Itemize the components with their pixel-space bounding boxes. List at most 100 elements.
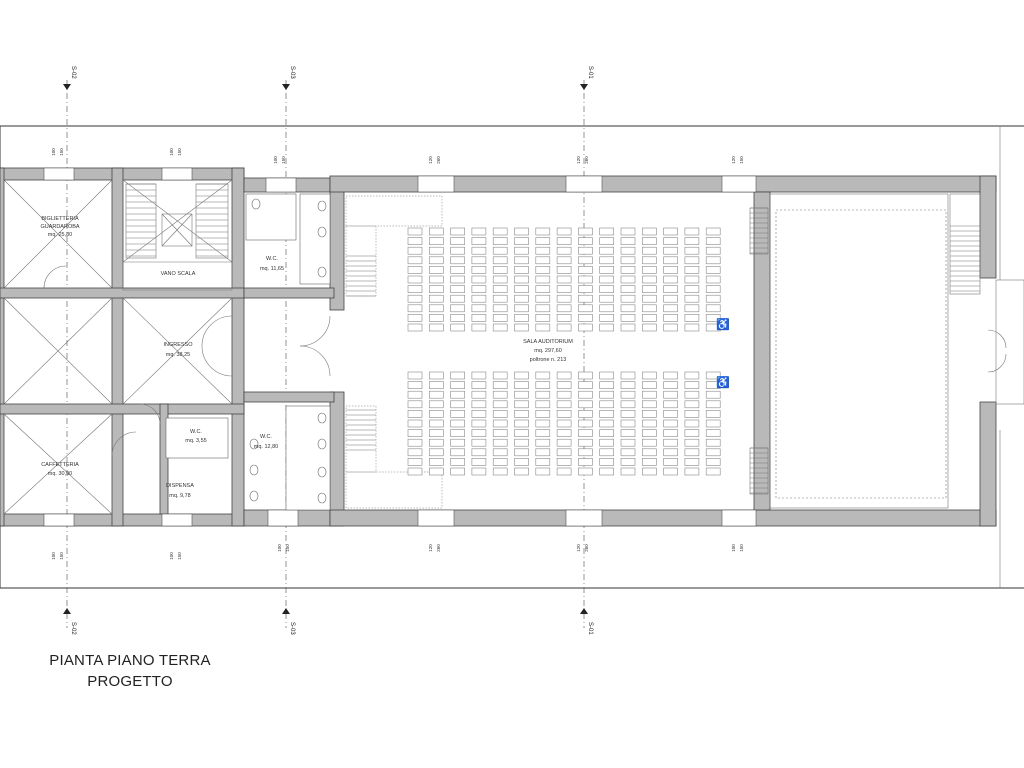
seat bbox=[535, 429, 551, 437]
seat bbox=[641, 429, 657, 437]
seat bbox=[535, 381, 551, 389]
seat bbox=[641, 410, 657, 418]
seat bbox=[705, 256, 721, 265]
room-area-dispensa: mq. 9,78 bbox=[169, 493, 190, 499]
seat bbox=[556, 429, 572, 437]
dim-label: 150 bbox=[59, 148, 64, 156]
seat bbox=[620, 429, 636, 437]
seat bbox=[556, 419, 572, 428]
seat bbox=[556, 285, 572, 293]
seat bbox=[663, 314, 678, 322]
seat bbox=[492, 448, 508, 457]
seat bbox=[641, 419, 657, 428]
seat bbox=[578, 266, 593, 274]
seat bbox=[578, 390, 593, 399]
seat bbox=[450, 458, 465, 466]
seat bbox=[684, 227, 700, 236]
seat bbox=[514, 237, 529, 245]
section-label-s02-top: S-02 bbox=[70, 66, 76, 79]
seat bbox=[578, 227, 593, 236]
seat bbox=[535, 304, 551, 313]
dim-label: 100 bbox=[277, 544, 282, 552]
seat bbox=[407, 266, 423, 274]
seat bbox=[599, 227, 615, 236]
seat bbox=[620, 410, 636, 418]
room-area-caffetteria: mq. 30,90 bbox=[48, 471, 72, 477]
seat bbox=[471, 438, 487, 447]
seat bbox=[471, 314, 487, 322]
seat bbox=[705, 294, 721, 303]
seat bbox=[641, 227, 657, 236]
seat bbox=[450, 246, 465, 255]
seat bbox=[428, 400, 444, 409]
seat bbox=[684, 458, 700, 466]
seat bbox=[492, 314, 508, 322]
seat bbox=[492, 390, 508, 399]
seat bbox=[599, 294, 615, 303]
seat bbox=[492, 458, 508, 466]
seat bbox=[428, 246, 444, 255]
seat bbox=[471, 390, 487, 399]
seat bbox=[663, 429, 678, 437]
seat bbox=[471, 275, 487, 284]
seat bbox=[620, 458, 636, 466]
section-arrow-icon bbox=[580, 608, 588, 614]
seat bbox=[450, 410, 465, 418]
seat bbox=[450, 266, 465, 274]
seat bbox=[428, 429, 444, 437]
seat bbox=[599, 458, 615, 466]
seat bbox=[578, 294, 593, 303]
seat bbox=[578, 275, 593, 284]
room-area-biglietteria: mq. 25,80 bbox=[48, 232, 72, 238]
seat bbox=[428, 256, 444, 265]
seat bbox=[599, 400, 615, 409]
seat bbox=[514, 458, 529, 466]
seat bbox=[471, 371, 487, 380]
dim-label: 150 bbox=[739, 156, 744, 164]
seat bbox=[663, 410, 678, 418]
stage bbox=[749, 193, 1024, 509]
seat bbox=[556, 467, 572, 476]
seat bbox=[578, 246, 593, 255]
side-ramps bbox=[345, 195, 443, 509]
seat bbox=[684, 419, 700, 428]
seat bbox=[599, 410, 615, 418]
seat bbox=[450, 419, 465, 428]
seat bbox=[535, 400, 551, 409]
seat bbox=[705, 429, 721, 437]
seat bbox=[471, 256, 487, 265]
room-name-wc-bottom: W.C. bbox=[260, 434, 272, 440]
section-arrow-icon bbox=[63, 608, 71, 614]
seat bbox=[492, 285, 508, 293]
seat bbox=[492, 227, 508, 236]
seat bbox=[450, 438, 465, 447]
seat bbox=[450, 285, 465, 293]
seat bbox=[450, 467, 465, 476]
section-arrow-icon bbox=[282, 608, 290, 614]
seat bbox=[620, 285, 636, 293]
dim-label: 120 bbox=[428, 544, 433, 552]
seat bbox=[578, 285, 593, 293]
room-name-sala: SALA AUDITORIUM bbox=[523, 339, 573, 345]
seat bbox=[514, 448, 529, 457]
seat bbox=[492, 419, 508, 428]
seat bbox=[514, 429, 529, 437]
window-dimensions: 100 150 100 150 100 150 120 260 120 260 … bbox=[51, 148, 744, 560]
seat bbox=[514, 304, 529, 313]
seat bbox=[471, 429, 487, 437]
seat bbox=[578, 304, 593, 313]
seat bbox=[599, 323, 615, 332]
seat bbox=[620, 237, 636, 245]
seat bbox=[599, 256, 615, 265]
windows bbox=[43, 167, 757, 527]
seat bbox=[705, 314, 721, 322]
seat bbox=[620, 323, 636, 332]
seat bbox=[556, 410, 572, 418]
seat bbox=[641, 438, 657, 447]
seat bbox=[599, 448, 615, 457]
room-area-wc-bottom: mq. 12,80 bbox=[254, 444, 278, 450]
dim-label: 150 bbox=[59, 552, 64, 560]
seat bbox=[514, 381, 529, 389]
dim-label: 150 bbox=[281, 156, 286, 164]
site-outline bbox=[0, 125, 1024, 589]
